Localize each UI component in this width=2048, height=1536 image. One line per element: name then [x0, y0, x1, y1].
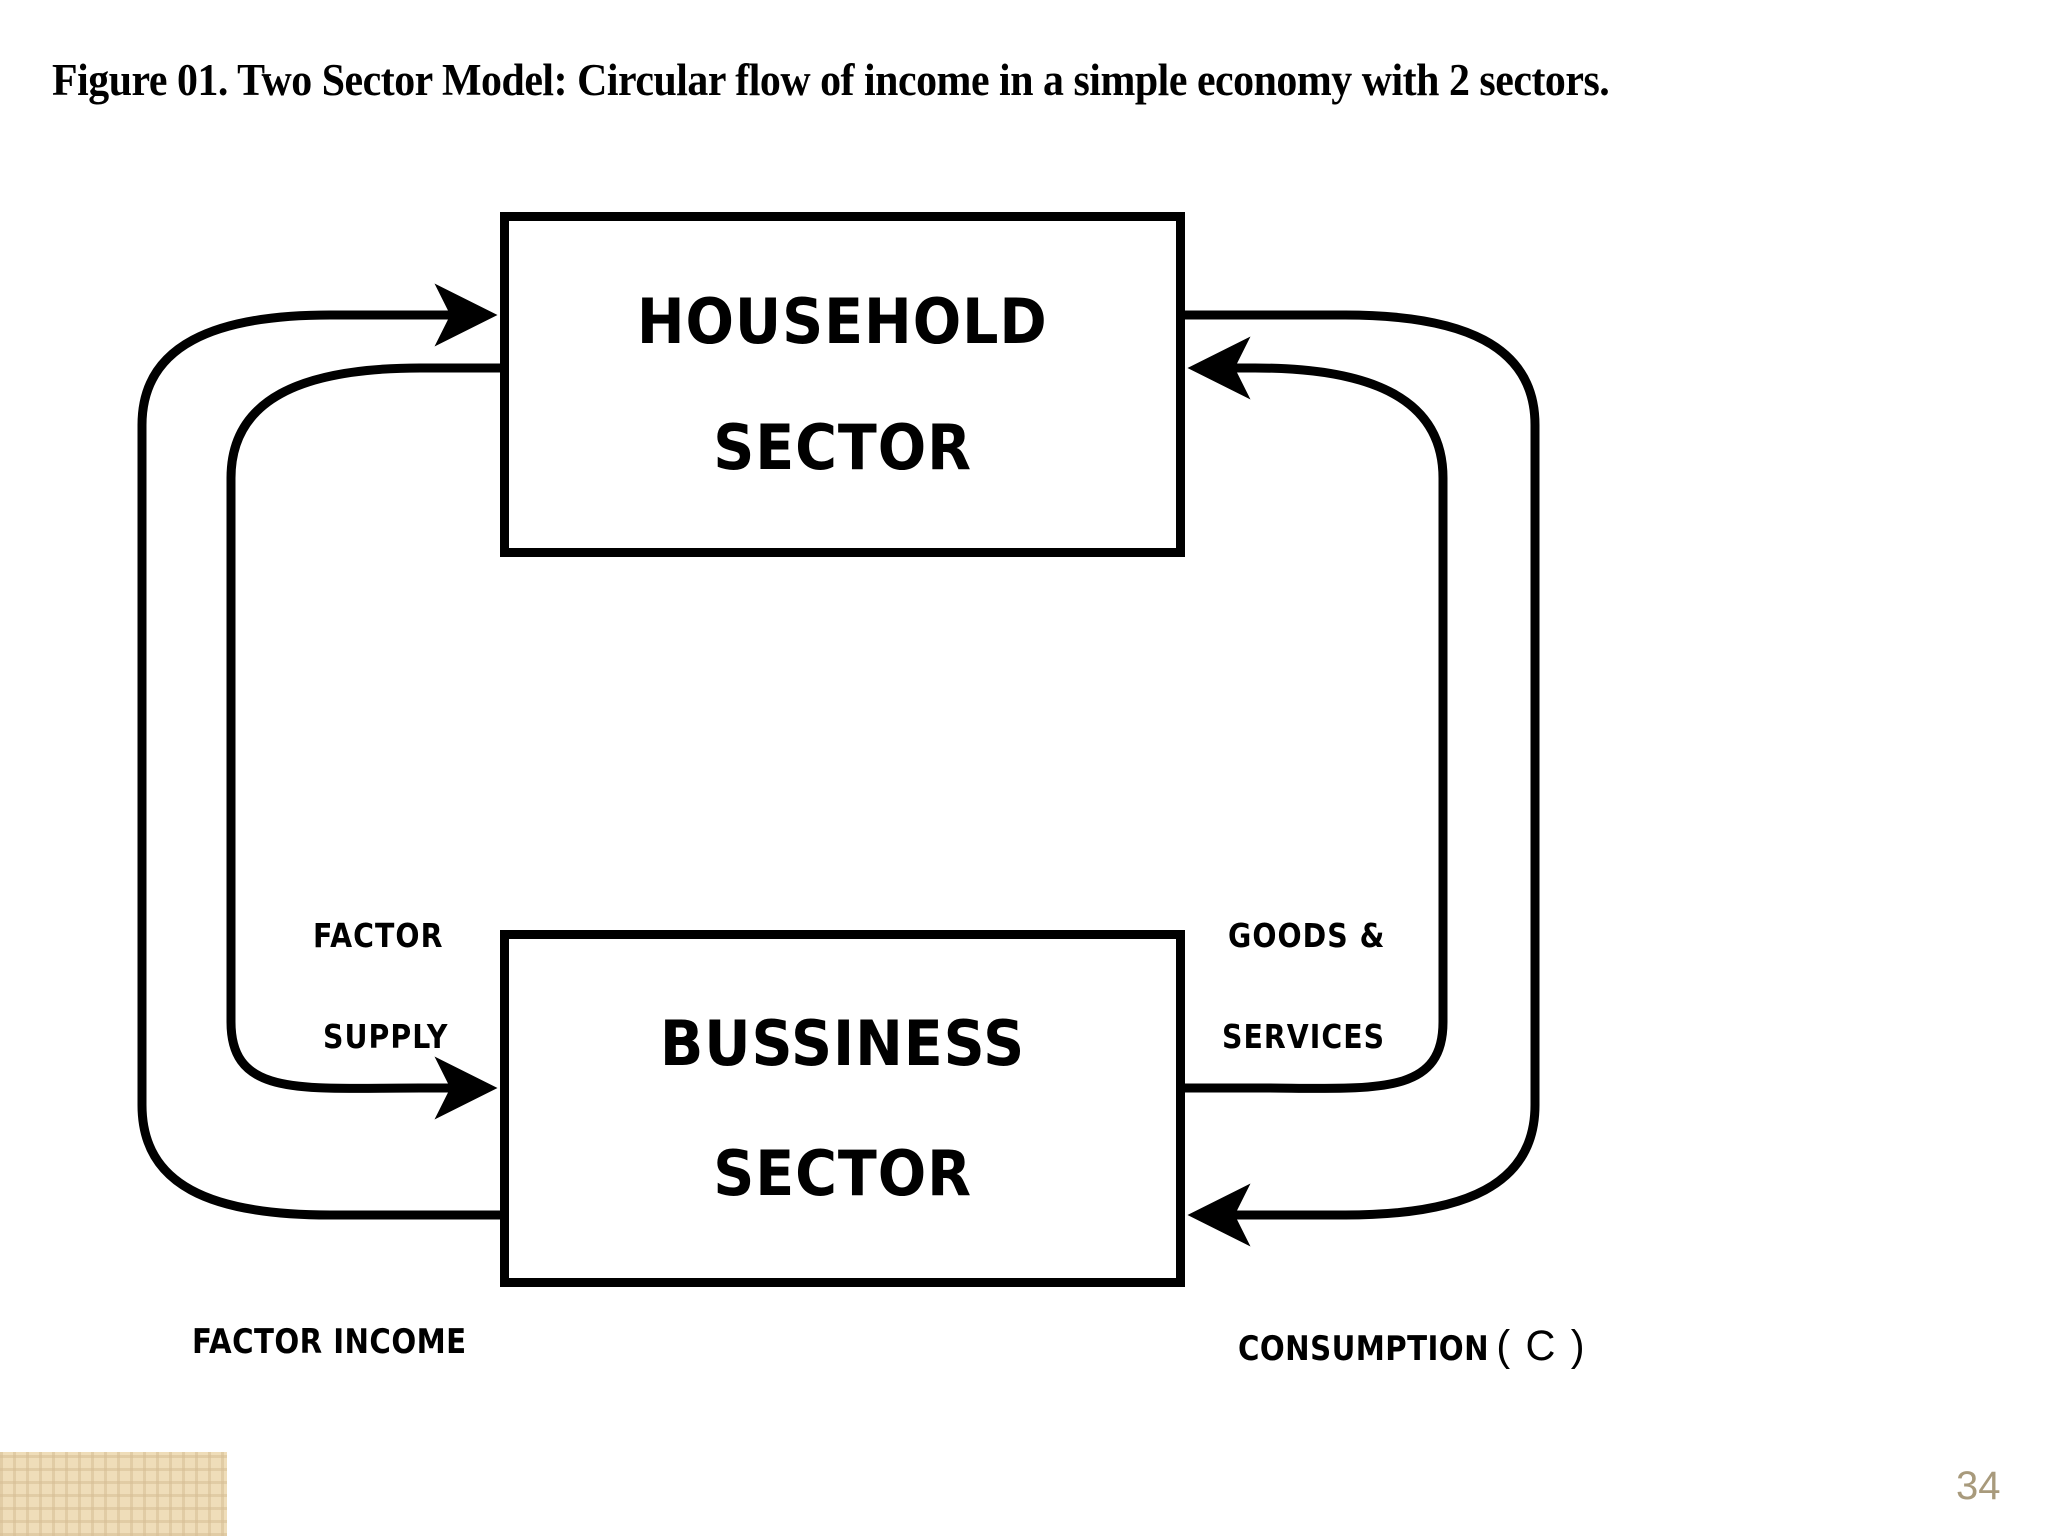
page-title: Figure 01. Two Sector Model: Circular fl… — [52, 55, 1610, 105]
household-sector-line-1: HOUSEHOLD — [637, 284, 1048, 358]
label-consumption-text: CONSUMPTION — [1238, 1329, 1490, 1369]
label-consumption-symbol: ( C ) — [1496, 1322, 1587, 1370]
consumption-connector — [1185, 310, 1540, 1247]
business-sector-box: BUSSINESS SECTOR — [500, 930, 1185, 1287]
household-sector-box: HOUSEHOLD SECTOR — [500, 212, 1185, 557]
label-services: SERVICES — [1222, 1017, 1386, 1056]
goods-services-connector — [1185, 336, 1448, 1093]
factor-supply-connector — [226, 363, 1185, 1120]
label-supply: SUPPLY — [323, 1017, 449, 1056]
label-factor-income: FACTOR INCOME — [192, 1322, 467, 1362]
business-sector-line-2: SECTOR — [713, 1136, 972, 1210]
label-consumption: CONSUMPTION ( C ) — [1238, 1322, 1584, 1371]
label-goods: GOODS & — [1228, 916, 1386, 955]
footer-decoration-swatch — [0, 1452, 227, 1536]
factor-income-connector — [137, 283, 1185, 1220]
household-sector-line-2: SECTOR — [713, 410, 972, 484]
label-factor: FACTOR — [313, 916, 444, 955]
page-number: 34 — [1956, 1464, 2001, 1508]
business-sector-line-1: BUSSINESS — [659, 1006, 1026, 1080]
